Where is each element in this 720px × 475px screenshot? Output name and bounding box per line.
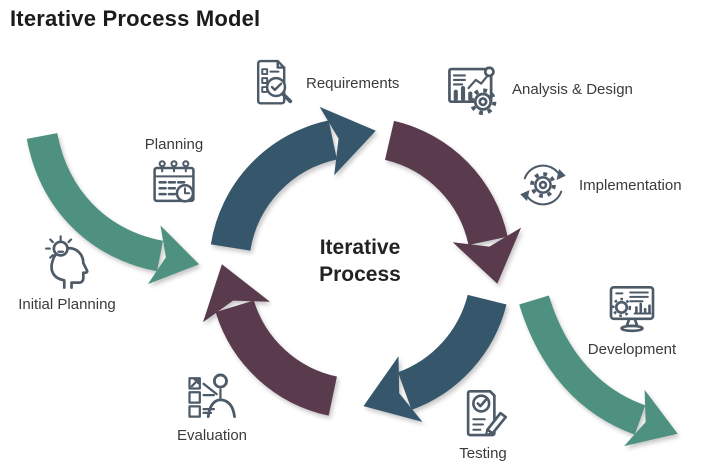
analysis-design-icon xyxy=(444,60,502,118)
testing-label: Testing xyxy=(459,445,507,462)
cycle-arc-bottom-left xyxy=(215,299,338,416)
cycle-arc-top-left-head xyxy=(319,106,376,176)
initial-planning-label: Initial Planning xyxy=(18,296,116,313)
cycle-arc-top-left xyxy=(210,120,338,252)
node-analysis-design: Analysis & Design xyxy=(444,60,633,118)
cycle-arc-bottom-left-head xyxy=(203,264,270,323)
requirements-label: Requirements xyxy=(306,74,400,92)
node-testing: Testing xyxy=(426,385,540,462)
planning-icon xyxy=(147,156,201,212)
development-label: Development xyxy=(587,341,677,358)
evaluation-icon xyxy=(181,366,243,426)
cycle-arc-bottom-right xyxy=(397,294,507,410)
entry-arrow-head xyxy=(147,225,200,285)
node-implementation: Implementation xyxy=(516,158,682,212)
implementation-label: Implementation xyxy=(579,176,682,194)
evaluation-label: Evaluation xyxy=(176,427,248,444)
planning-label: Planning xyxy=(144,136,204,153)
node-planning: Planning xyxy=(126,136,222,212)
node-evaluation: Evaluation xyxy=(153,366,271,444)
entry-arrow xyxy=(26,132,164,272)
development-icon xyxy=(604,281,660,339)
cycle-arc-bottom-right-head xyxy=(363,356,423,422)
implementation-icon xyxy=(516,158,570,212)
initial-planning-icon xyxy=(38,234,96,294)
analysis-design-label: Analysis & Design xyxy=(512,80,633,98)
exit-arrow-head xyxy=(624,389,678,447)
node-requirements: Requirements xyxy=(246,56,399,110)
page-title: Iterative Process Model xyxy=(10,6,261,31)
testing-icon xyxy=(455,385,511,443)
center-label: Iterative Process xyxy=(285,234,435,288)
exit-arrow xyxy=(519,295,646,435)
cycle-arc-top-right xyxy=(384,120,508,246)
center-label-line2: Process xyxy=(319,263,401,286)
center-label-line1: Iterative xyxy=(319,236,401,259)
node-initial-planning: Initial Planning xyxy=(6,234,128,313)
cycle-arc-top-right-head xyxy=(452,227,522,284)
requirements-icon xyxy=(246,56,298,110)
node-development: Development xyxy=(568,281,696,358)
